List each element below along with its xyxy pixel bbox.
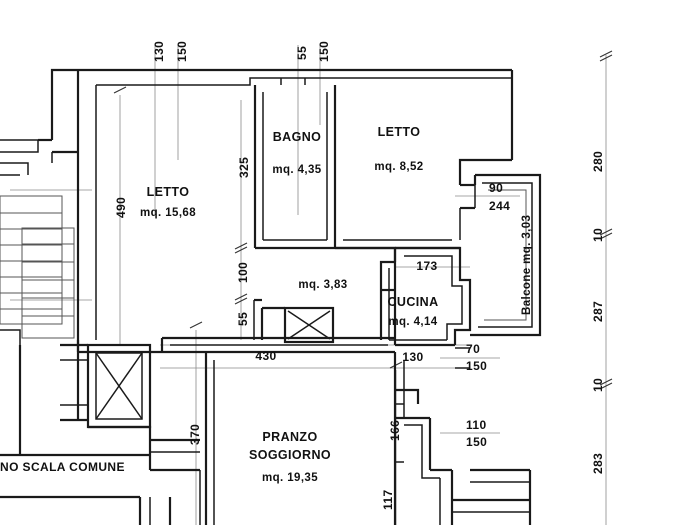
dimension-283-right: 283: [591, 452, 605, 474]
dimension-150-top-2: 150: [317, 40, 331, 62]
duct-shaft: [253, 298, 335, 344]
dimension-90: 90: [489, 181, 504, 195]
dimension-70: 70: [466, 342, 481, 356]
dimension-110: 110: [466, 418, 487, 432]
stair-flight: [0, 195, 75, 339]
label-vano-scala-comune: NO SCALA COMUNE: [0, 460, 125, 474]
room-area-bagno: mq. 4,35: [272, 164, 322, 176]
dimension-ticks: [113, 50, 613, 390]
room-area-soggiorno: mq. 19,35: [261, 472, 319, 484]
room-area-cucina: mq. 4,14: [388, 316, 438, 328]
exterior-walls: [38, 68, 514, 352]
dimension-280-right: 280: [591, 150, 605, 172]
room-label-bagno: BAGNO: [272, 130, 322, 144]
dimension-117: 117: [381, 489, 395, 510]
dimension-166: 166: [388, 419, 402, 441]
room-label-cucina: CUCINA: [387, 295, 439, 309]
balcony: [470, 173, 542, 337]
dimension-55-top: 55: [295, 45, 309, 60]
dimension-150-top: 150: [175, 40, 189, 62]
room-label-soggiorno-2: SOGGIORNO: [248, 448, 332, 462]
room-area-letto-2: mq. 8,52: [374, 161, 424, 173]
room-label-letto-2: LETTO: [377, 125, 421, 139]
room-area-letto-1: mq. 15,68: [139, 207, 197, 219]
dimension-100: 100: [236, 261, 250, 283]
dimension-150-window-b: 150: [466, 359, 488, 373]
dimension-55: 55: [236, 311, 250, 326]
walls-lower: [76, 336, 454, 525]
room-area-corridoio: mq. 3,83: [298, 279, 348, 291]
dimension-244: 244: [489, 199, 511, 213]
common-stair-landing: [0, 453, 201, 525]
exterior-lower-right: [452, 468, 532, 525]
dimension-287-right: 287: [591, 300, 605, 322]
dimension-325: 325: [237, 156, 251, 178]
dimension-10-right-b: 10: [591, 377, 605, 392]
room-label-balcone: Balcone mq. 3,03: [521, 214, 533, 315]
dimension-10-right-a: 10: [591, 227, 605, 242]
dimension-490: 490: [114, 196, 128, 218]
dimension-130: 130: [402, 350, 424, 364]
dimension-130-top: 130: [152, 40, 166, 62]
kitchen-walls: [381, 246, 472, 347]
dimension-430: 430: [255, 349, 277, 363]
room-label-soggiorno-1: PRANZO: [262, 430, 318, 444]
opening-marks: [455, 347, 470, 369]
room-label-letto-1: LETTO: [146, 185, 190, 199]
landing-walls: [0, 139, 39, 345]
dimension-370: 370: [188, 423, 202, 445]
dimension-150-window-c: 150: [466, 435, 488, 449]
elevator-shaft: [18, 343, 200, 472]
dimension-173: 173: [416, 259, 438, 273]
